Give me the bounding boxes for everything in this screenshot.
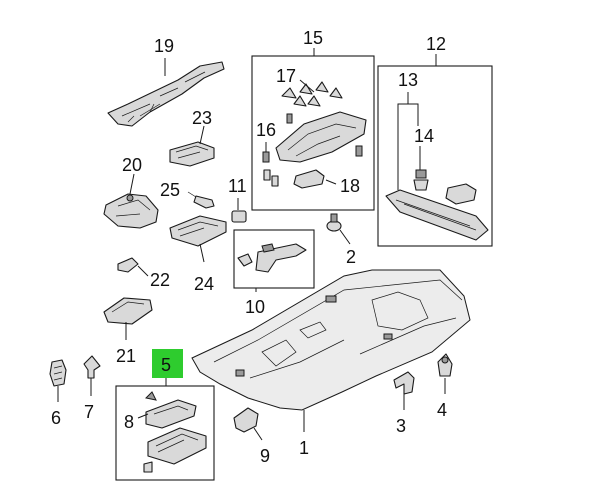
part-17-screws xyxy=(281,81,343,107)
callout-16: 16 xyxy=(256,120,276,140)
callout-11: 11 xyxy=(228,176,247,196)
part-18-switch xyxy=(293,169,325,189)
callout-8: 8 xyxy=(124,412,134,432)
callout-22: 22 xyxy=(150,270,170,290)
callout-7: 7 xyxy=(84,402,94,422)
callout-9: 9 xyxy=(260,446,270,466)
part-23-map-light xyxy=(169,141,215,167)
leader-20 xyxy=(129,173,135,195)
group-box-15 xyxy=(251,55,375,211)
callout-21: 21 xyxy=(116,346,136,366)
callout-14: 14 xyxy=(414,126,434,146)
part-3-bracket xyxy=(393,371,415,395)
group-box-10 xyxy=(233,229,315,289)
part-8-screw xyxy=(143,391,157,473)
part-1-headliner xyxy=(191,269,471,411)
part-11-clip xyxy=(231,210,247,223)
callout-4: 4 xyxy=(437,400,447,420)
part-7-clip xyxy=(83,355,101,379)
part-12-switch xyxy=(445,183,477,205)
leader-17 xyxy=(299,79,315,93)
part-6-clip xyxy=(49,359,67,387)
part-9-clip xyxy=(233,407,259,433)
part-25-bulb xyxy=(187,191,215,209)
callout-17: 17 xyxy=(276,66,296,86)
part-2-clip xyxy=(326,213,342,232)
part-16-bolts xyxy=(262,113,293,187)
part-12-sunroof-console xyxy=(385,189,489,241)
callout-25: 25 xyxy=(160,180,180,200)
leader-9 xyxy=(253,427,263,441)
part-14-screw xyxy=(413,169,429,191)
callout-6: 6 xyxy=(51,408,61,428)
callout-20: 20 xyxy=(122,155,142,175)
callout-24: 24 xyxy=(194,274,214,294)
callout-3: 3 xyxy=(396,416,406,436)
leader-2 xyxy=(339,229,351,245)
callout-1: 1 xyxy=(299,438,309,458)
callout-12: 12 xyxy=(426,34,446,54)
group-box-5 xyxy=(115,385,215,481)
part-10-grab-handle xyxy=(237,243,307,273)
part-5-sunvisor-mirror xyxy=(145,399,207,465)
part-19-trim-strip xyxy=(107,61,225,127)
callout-5: 5 xyxy=(161,355,171,375)
leader-18 xyxy=(325,179,337,185)
callout-23: 23 xyxy=(192,108,212,128)
part-4-clip xyxy=(437,353,453,377)
callout-10: 10 xyxy=(245,297,265,317)
callout-2: 2 xyxy=(346,247,356,267)
part-20-console-light xyxy=(103,193,159,229)
leader-13 xyxy=(397,92,419,190)
part-24-lens xyxy=(169,215,227,247)
callout-15: 15 xyxy=(303,28,323,48)
leader-23 xyxy=(199,125,205,145)
part-22-clip xyxy=(117,257,139,273)
group-box-12 xyxy=(377,65,493,247)
part-21-cover xyxy=(103,297,153,325)
callout-18: 18 xyxy=(340,176,360,196)
callout-13: 13 xyxy=(398,70,418,90)
leader-22 xyxy=(137,265,149,277)
callout-19: 19 xyxy=(154,36,174,56)
callout-5-highlight xyxy=(152,349,183,378)
part-15-console-base xyxy=(275,111,367,163)
leader-8 xyxy=(137,413,149,419)
leader-24 xyxy=(199,243,205,263)
